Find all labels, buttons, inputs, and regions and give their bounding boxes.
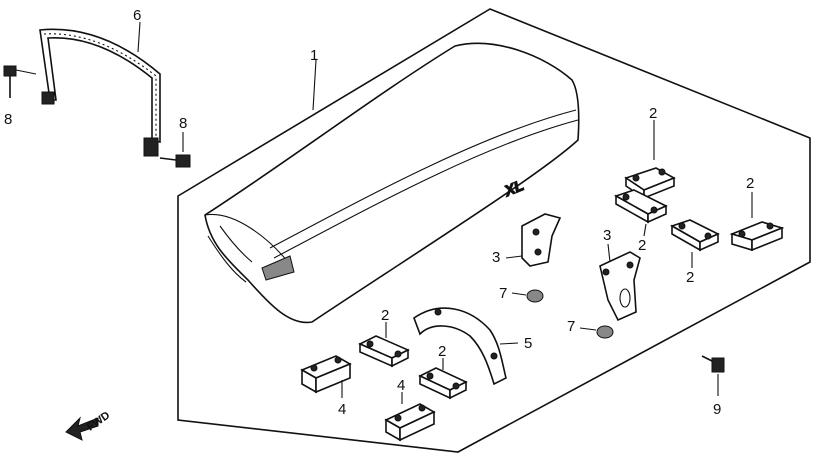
fwd-label: FWD: [85, 409, 112, 433]
callout-bracket-left: 3: [492, 249, 500, 266]
seat: XL: [204, 42, 580, 324]
callout-rubber-a: 2: [649, 105, 657, 122]
rubber-d: [729, 192, 785, 252]
callout-rubber-e: 2: [381, 307, 389, 324]
grab-rail: [39, 28, 161, 157]
nut-left: [511, 289, 544, 303]
cushion-b: [384, 392, 436, 442]
assembly-boundary: [177, 8, 811, 453]
callout-bracket-right: 3: [603, 227, 611, 244]
bolt-bottom: [701, 355, 725, 396]
seat-band: [413, 307, 519, 386]
callout-rubber-b: 2: [638, 237, 646, 254]
bolt-left: [3, 65, 37, 98]
callout-bolt-bottom: 9: [713, 401, 721, 418]
callout-rubber-c: 2: [686, 269, 694, 286]
callout-bolt-left: 8: [4, 111, 12, 128]
rubber-e: [358, 322, 410, 368]
bracket-right: [599, 243, 641, 322]
callout-bolt-right: 8: [179, 115, 187, 132]
callout-seat: 1: [310, 47, 318, 64]
rubber-a: [624, 120, 676, 200]
callout-rubber-d: 2: [746, 175, 754, 192]
callout-cushion-b: 4: [397, 377, 405, 394]
cushion-a: [300, 355, 352, 398]
rubber-f: [418, 358, 468, 400]
forward-arrow: FWD: [65, 409, 112, 441]
callout-grab-rail: 6: [133, 7, 141, 24]
callout-nut-left: 7: [499, 285, 507, 302]
nut-right: [579, 325, 614, 339]
callout-cushion-a: 4: [338, 401, 346, 418]
bolt-right: [159, 132, 191, 168]
rubber-c: [670, 219, 720, 268]
rubber-b: [614, 189, 668, 237]
callout-nut-right: 7: [567, 318, 575, 335]
bracket-left: [505, 213, 562, 267]
callout-rubber-f: 2: [438, 343, 446, 360]
callout-band: 5: [524, 335, 532, 352]
